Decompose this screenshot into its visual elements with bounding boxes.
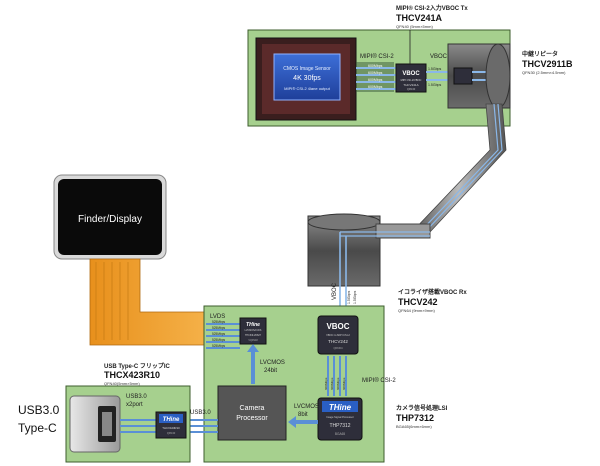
mipi-rate-3: 600Mbps: [336, 377, 340, 390]
usbc-chip-part: THCX423R10: [162, 426, 180, 430]
tx-chip-sub: MIPI CSI-2/VBOC: [401, 78, 422, 82]
tx-chip-part: THCV241A: [403, 83, 418, 87]
lvds-chip-pkg: VQFN48: [248, 339, 258, 342]
mipi-rate-2: 600Mbps: [330, 377, 334, 390]
top-rate-2: 600Mbps: [368, 71, 383, 75]
usbc-chip-pkg: QFN40: [167, 431, 176, 435]
main-mipi-label: MIPI® CSI-2: [362, 377, 396, 384]
sensor-output: MIPI® CSI-2 4lane output: [284, 86, 331, 91]
usb-board-label-1: USB3.0: [126, 394, 147, 400]
lvds-label: LVDS: [210, 314, 225, 320]
tx-chip: [395, 63, 427, 93]
rx-callout-title: イコライザ搭載VBOC Rx: [398, 288, 467, 296]
lvds-rate-3: 525Mbps: [212, 332, 226, 336]
repeater-callout-part: THCV2911B: [522, 59, 573, 69]
lvds-rate-5: 525Mbps: [212, 344, 226, 348]
top-mipi-label: MIPI® CSI-2: [360, 53, 394, 60]
flex-cable: [89, 258, 211, 346]
mipi-lanes-vertical: 600Mbps 600Mbps 600Mbps 600Mbps: [324, 356, 347, 396]
vboc-out-label: VBOC: [430, 54, 448, 60]
vboc-out-rate-1: 1.5Gbps: [428, 67, 441, 71]
isp-sub: Image Signal Processor: [326, 415, 354, 419]
usbc-callout-pkg: QFN40(5mm×5mm): [104, 381, 140, 386]
isp-part: THP7312: [329, 423, 350, 429]
repeater-chip: [453, 67, 473, 85]
tx-chip-label: VBOC: [402, 71, 420, 77]
isp-callout-part: THP7312: [396, 413, 434, 423]
main-usb-label: USB3.0: [190, 410, 211, 416]
isp-pkg: BGA65: [335, 432, 346, 436]
tx-callout-part: THCV241A: [396, 13, 443, 23]
processor-line2: Processor: [236, 415, 268, 422]
lvcmos24-line2: 24bit: [264, 368, 277, 374]
isp-logo: THine: [329, 403, 352, 412]
rx-callout-part: THCV242: [398, 297, 438, 307]
tx-callout-pkg: QFN40 (5mm×5mm): [396, 24, 433, 29]
rx-callout-pkg: QFN64 (9mm×9mm): [398, 308, 435, 313]
arrow-lvcmos8: [288, 416, 318, 428]
lvcmos8-line1: LVCMOS: [294, 404, 319, 410]
top-rate-3: 600Mbps: [368, 78, 383, 82]
isp-callout-title: カメラ信号処理LSI: [396, 404, 448, 412]
sensor-title: CMOS Image Sensor: [283, 66, 331, 72]
tx-callout-title: MIPI® CSI-2入力VBOC Tx: [396, 4, 468, 12]
sensor-die: [273, 53, 341, 101]
lvds-rate-4: 525Mbps: [212, 338, 226, 342]
vboc-rx-part: THCV242: [328, 339, 348, 344]
lvds-lanes: 525Mbps 525Mbps 525Mbps 525Mbps 525Mbps: [206, 320, 240, 349]
lvds-chip-sub: LVCMOS/LVDS: [245, 329, 262, 332]
vboc-rx-chip: [317, 315, 359, 355]
connector-label-line1: USB3.0: [18, 403, 60, 417]
isp-callout-pkg: BGA65(6mm×6mm): [396, 424, 432, 429]
repeater-callout-title: 中継リピータ: [522, 50, 558, 58]
connector-label-line2: Type-C: [18, 421, 57, 435]
lvcmos8-line2: 8bit: [298, 412, 308, 418]
vboc-rx-label: VBOC: [326, 322, 349, 331]
vboc-in-label: VBOC: [332, 282, 338, 300]
lvds-rate-2: 525Mbps: [212, 326, 226, 330]
top-rate-1: 600Mbps: [368, 64, 383, 68]
camera-processor: [217, 385, 287, 441]
usbc-chip-logo: THine: [163, 417, 180, 423]
usbc-callout-title: USB Type-C フリップIC: [104, 362, 171, 370]
processor-line1: Camera: [240, 405, 265, 412]
repeater-callout-pkg: QFN30 (2.5mm×4.5mm): [522, 70, 566, 75]
lvcmos24-line1: LVCMOS: [260, 360, 285, 366]
vboc-rx-pkg: QFN64: [333, 346, 342, 350]
lvds-chip-logo: THine: [246, 322, 260, 328]
vboc-in-rate-2: 1.5Gbps: [353, 291, 357, 304]
lvds-chip: [239, 317, 267, 345]
tx-chip-pkg: QFN40: [407, 87, 416, 91]
sensor-resolution: 4K 30fps: [293, 75, 321, 82]
mipi-rate-4: 600Mbps: [342, 377, 346, 390]
top-mipi-lanes: 600Mbps 600Mbps 600Mbps 600Mbps: [356, 62, 396, 92]
finder-label: Finder/Display: [78, 214, 142, 225]
mipi-rate-1: 600Mbps: [324, 377, 328, 390]
vboc-rx-sub: VBOC to MIPI CSI-2: [326, 333, 350, 337]
vboc-out-rate-2: 1.5Gbps: [428, 83, 441, 87]
usbc-callout-part: THCX423R10: [104, 370, 160, 380]
vboc-in-rate-1: 1.5Gbps: [347, 291, 351, 304]
lvds-rate-1: 525Mbps: [212, 320, 226, 324]
usb-board-label-2: x2port: [126, 402, 143, 408]
top-rate-4: 600Mbps: [368, 85, 383, 89]
arrow-lvcmos24: [247, 344, 259, 384]
lvds-chip-part: THC63LVD827: [245, 334, 262, 337]
